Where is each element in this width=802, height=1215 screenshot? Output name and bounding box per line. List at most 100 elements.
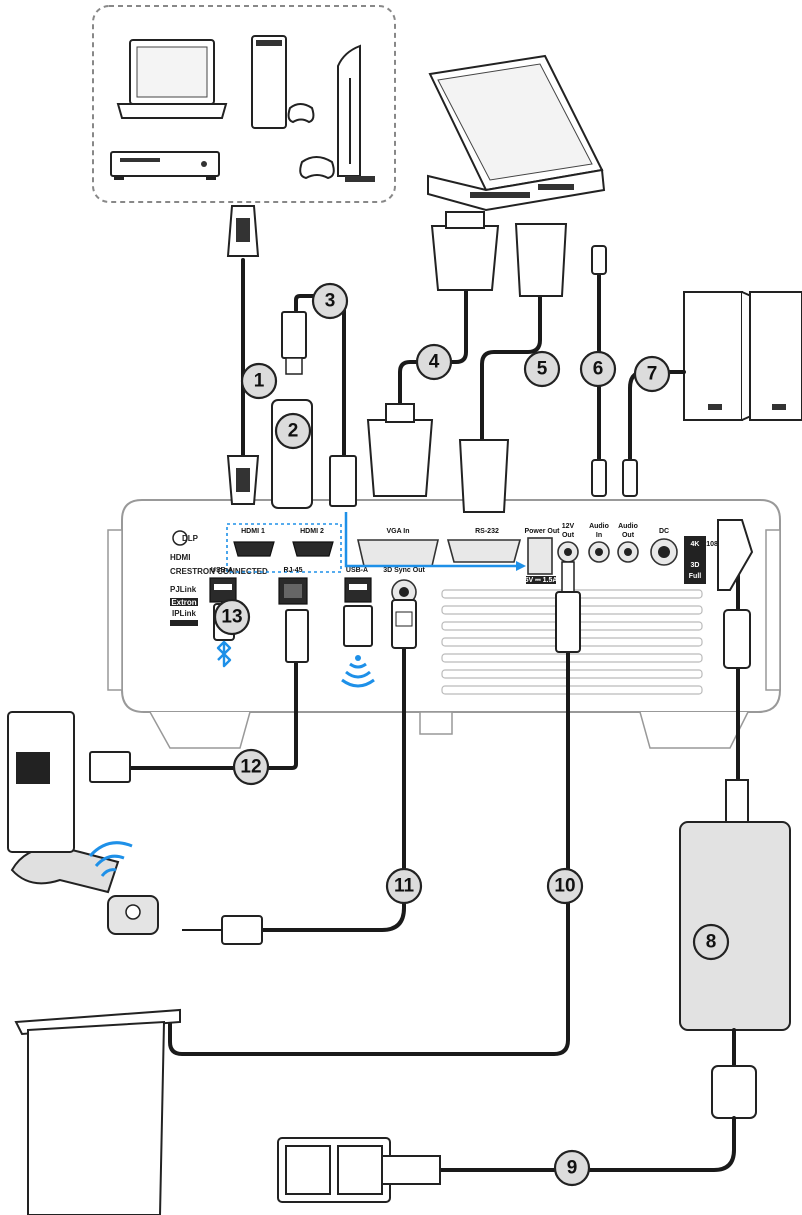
callout-5: 5 [523,350,561,388]
laptop-device [427,54,606,212]
rs232-plug-top [514,223,568,297]
callout-9: 9 [553,1149,591,1187]
cable-10 [168,648,570,1056]
callouts: 1 2 3 4 5 6 7 8 9 10 11 12 13 [213,282,730,1187]
laptop-icon [116,39,228,119]
12v-plug [555,591,581,653]
ps5-console-icon [337,44,375,182]
mains-plug [381,1155,441,1185]
projector-body [107,499,781,749]
svg-text:9: 9 [567,1158,578,1179]
svg-text:1: 1 [254,371,265,392]
hdmi-group-outline [226,523,342,573]
callout-11: 11 [385,867,423,905]
callout-2: 2 [274,412,312,450]
usb-a-2-label: USB-A [346,567,368,574]
audio-plug-top [591,245,607,275]
power-out-rating: 5V ⎓ 1.5A [525,577,558,584]
logo-column: DLP HDMI CRESTRON CONNECTED PJLink Extro… [170,530,268,626]
callout-13: 13 [213,598,251,636]
badge-4k: 4K [691,541,700,548]
lower-ports: USB-A RJ-45 USB-A 3D Sync Out [209,567,425,605]
ac-plug [711,1065,757,1119]
power-out-port [527,537,553,575]
usb-power-arrow [516,561,526,571]
hdmi1-label: HDMI 1 [241,528,265,535]
svg-text:5: 5 [537,359,548,380]
emitter-plug [221,915,263,945]
usb-plug-bottom [329,455,357,507]
bluetooth-icon [216,640,232,668]
game-console-tower-icon [251,35,287,129]
power-out-label: Power Out [524,528,560,535]
hdmi-logo: HDMI [170,553,190,562]
extron-logo: Extron [171,598,196,607]
vga-plug-bottom [366,419,434,497]
vga-port [356,539,440,567]
rj45-label: RJ-45 [283,567,302,574]
usb-plug-top [281,311,307,359]
svg-text:10: 10 [554,876,575,897]
hdmi2-label: HDMI 2 [300,528,324,535]
speaker-plug-bottom [622,459,638,497]
pjlink-logo: PJLink [170,585,197,594]
vga-rs232-ports: VGA In RS-232 [356,528,522,567]
dlp-logo: DLP [182,534,199,543]
hdmi-ports: HDMI 1 HDMI 2 [226,523,342,573]
ferrite-core [723,609,751,669]
audio-in-label-2: In [596,532,602,539]
svg-text:13: 13 [221,607,242,628]
psu-strain-relief [725,779,749,823]
dc-plug [717,519,754,591]
badge-3d: 3D [691,562,700,569]
source-devices-box [92,5,396,203]
svg-text:8: 8 [706,932,717,953]
12v-label-1: 12V [562,523,575,530]
svg-text:6: 6 [593,359,604,380]
3d-emitter [107,895,159,935]
wifi-icon [341,662,375,688]
right-ports: Power Out 5V ⎓ 1.5A 12V Out Audio In Aud… [524,523,722,584]
rs232-plug-bottom [458,439,510,513]
dc-label: DC [659,528,669,535]
crestron-logo: CRESTRON CONNECTED [170,567,268,576]
audio-in-label-1: Audio [589,523,609,530]
12v-label-2: Out [562,532,575,539]
hdmi2-port [292,541,334,557]
hdmi1-port [233,541,275,557]
3d-sync-out-label: 3D Sync Out [383,567,425,574]
svg-text:7: 7 [647,364,658,385]
audio-out-label-2: Out [622,532,635,539]
dvd-player-icon [110,151,220,180]
audio-out-label-1: Audio [618,523,638,530]
ps5-controller-icon [299,156,335,180]
wireless-signal-icon [88,841,133,877]
callout-12: 12 [232,748,270,786]
rj45-plug-top [285,609,309,663]
cable-3 [294,294,346,458]
usb-power-path [344,512,520,568]
svg-text:3: 3 [325,291,336,312]
usb-a-1-label: USB-A [211,567,233,574]
callout-1: 1 [240,362,278,400]
badge-1080: 1080 [706,541,722,548]
callout-3: 3 [311,282,349,320]
vga-plug-top [430,225,500,291]
callout-4: 4 [415,343,453,381]
game-controller-icon [287,103,315,124]
source-devices-group [92,5,396,203]
cables [7,205,791,1215]
callout-8: 8 [692,923,730,961]
svg-text:12: 12 [240,757,261,778]
badge-full: Full [689,573,701,580]
rs232-port [446,539,522,563]
svg-text:11: 11 [394,876,415,897]
svg-text:4: 4 [429,352,440,373]
rj45-plug-left [89,751,131,783]
cable-11 [260,646,406,932]
cable-9 [438,1116,736,1172]
callout-7: 7 [633,355,671,393]
iplink-logo: IPLink [172,609,197,618]
